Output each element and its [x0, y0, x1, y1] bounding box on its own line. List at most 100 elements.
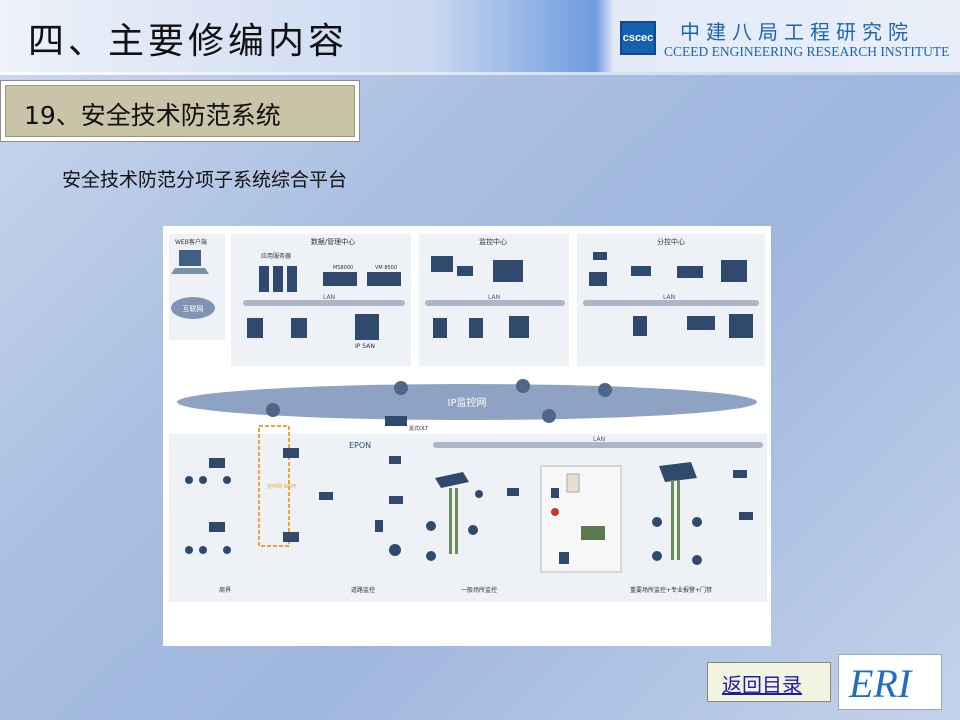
cable-bundle	[455, 488, 458, 554]
section-subtitle: 安全技术防范分项子系统综合平台	[62, 169, 348, 191]
lan-bar-data	[243, 300, 405, 306]
switch-icon	[516, 379, 530, 393]
video-wall-icon	[493, 260, 523, 282]
section-label-inner: 19、安全技术防范系统	[5, 85, 355, 137]
page-title: 四、主要修编内容	[28, 21, 349, 62]
dome-camera-icon	[652, 517, 662, 527]
org-logo-icon: cscec	[620, 21, 656, 55]
ms-server-label: MS8000	[333, 265, 353, 271]
web-client-label: WEB客户端	[175, 238, 207, 246]
ring-label: 光环网 RRPP	[267, 483, 297, 490]
dome-camera-icon	[652, 551, 662, 561]
monitor-icon	[431, 256, 453, 272]
diagram-canvas: 数据/管理中心 监控中心 分控中心 WEB客户端 互联网 LAN LAN LAN…	[169, 234, 767, 602]
camera-icon	[551, 488, 559, 498]
pc-icon	[247, 318, 263, 338]
monitor-center-label: 监控中心	[479, 237, 507, 246]
encoder-icon	[659, 462, 697, 482]
decoder-icon	[677, 266, 703, 278]
lan-label-3: LAN	[663, 294, 675, 301]
encoder-icon	[283, 448, 299, 458]
cable-bundle	[449, 488, 452, 554]
splitter-icon	[389, 456, 401, 464]
data-center-label: 数据/管理中心	[311, 237, 355, 246]
decoder-icon	[457, 266, 473, 276]
section-label-box: 19、安全技术防范系统	[0, 80, 360, 142]
server-icon	[287, 266, 297, 292]
ip-san-label: IP SAN	[355, 343, 375, 350]
vm-server-icon	[367, 272, 401, 286]
olt-label: 嘉式OLT	[409, 425, 429, 432]
laptop-icon	[179, 250, 201, 266]
zone-general-label: 一般场所监控	[461, 586, 497, 594]
camera-icon	[593, 252, 607, 260]
field-panel	[169, 434, 767, 602]
alarm-host-icon	[566, 473, 580, 493]
ip-san-icon	[355, 314, 379, 340]
section-label: 19、安全技术防范系统	[24, 101, 281, 130]
vm-server-label: VM 8500	[375, 265, 397, 271]
encoder-icon	[389, 496, 403, 504]
lan-bar-branch	[583, 300, 759, 306]
system-diagram: 数据/管理中心 监控中心 分控中心 WEB客户端 互联网 LAN LAN LAN…	[163, 226, 771, 646]
alarm-icon	[551, 508, 559, 516]
laptop-base-icon	[171, 268, 209, 274]
lan-label-1: LAN	[323, 294, 335, 301]
ipc-icon	[631, 266, 651, 276]
lan-label-4: LAN	[593, 436, 605, 443]
video-wall-icon	[721, 260, 747, 282]
ms-server-icon	[323, 272, 357, 286]
pc-icon	[633, 316, 647, 336]
back-to-contents-label[interactable]: 返回目录	[722, 673, 802, 697]
encoder-icon	[435, 472, 469, 488]
ip-network-cloud-icon	[177, 384, 757, 420]
server-icon	[273, 266, 283, 292]
dome-camera-icon	[426, 521, 436, 531]
door-controller-icon	[581, 526, 605, 540]
org-name: 中建八局工程研究院	[680, 20, 914, 44]
eri-logo-graphic: ERI	[848, 661, 913, 706]
eri-logo-text: ERI	[848, 661, 913, 706]
speaker-icon	[375, 520, 383, 532]
dome-camera-icon	[468, 525, 478, 535]
detector-icon	[475, 490, 483, 498]
branch-center-label: 分控中心	[657, 237, 685, 246]
pc-icon	[433, 318, 447, 338]
cable-bundle	[677, 480, 680, 560]
org-name-english: CCEED ENGINEERING RESEARCH INSTITUTE	[664, 44, 950, 59]
encoder-icon	[209, 458, 225, 468]
back-to-contents-button[interactable]: 返回目录	[707, 662, 831, 702]
switch-icon	[266, 403, 280, 417]
detector-icon	[185, 476, 193, 484]
olt-icon	[385, 416, 407, 426]
ip-san-icon	[729, 314, 753, 338]
dome-camera-icon	[426, 551, 436, 561]
camera-icon	[739, 512, 753, 520]
fiber-ring	[258, 425, 290, 547]
switch-icon	[542, 409, 556, 423]
web-client-panel	[169, 234, 225, 340]
epon-label: EPON	[349, 441, 371, 450]
lan-label-2: LAN	[488, 294, 500, 301]
zone-road-label: 道路监控	[351, 586, 375, 594]
server-icon	[259, 266, 269, 292]
switch-icon	[394, 381, 408, 395]
encoder-icon	[589, 272, 607, 286]
camera-icon	[507, 488, 519, 496]
zone-perimeter-label: 周界	[219, 587, 231, 594]
encoder-icon	[283, 532, 299, 542]
access-control-panel	[540, 465, 622, 573]
encoder-icon	[209, 522, 225, 532]
lan-bar-monitor	[425, 300, 565, 306]
app-server-label: 应用服务器	[261, 252, 291, 260]
vm-server-icon	[687, 316, 715, 330]
dome-camera-icon	[692, 517, 702, 527]
server-icon	[509, 316, 529, 338]
detector-icon	[223, 546, 231, 554]
dome-camera-icon	[389, 544, 401, 556]
internet-label: 互联网	[183, 304, 204, 313]
pc-icon	[469, 318, 483, 338]
card-reader-icon	[559, 552, 569, 564]
detector-icon	[199, 476, 207, 484]
camera-icon	[733, 470, 747, 478]
